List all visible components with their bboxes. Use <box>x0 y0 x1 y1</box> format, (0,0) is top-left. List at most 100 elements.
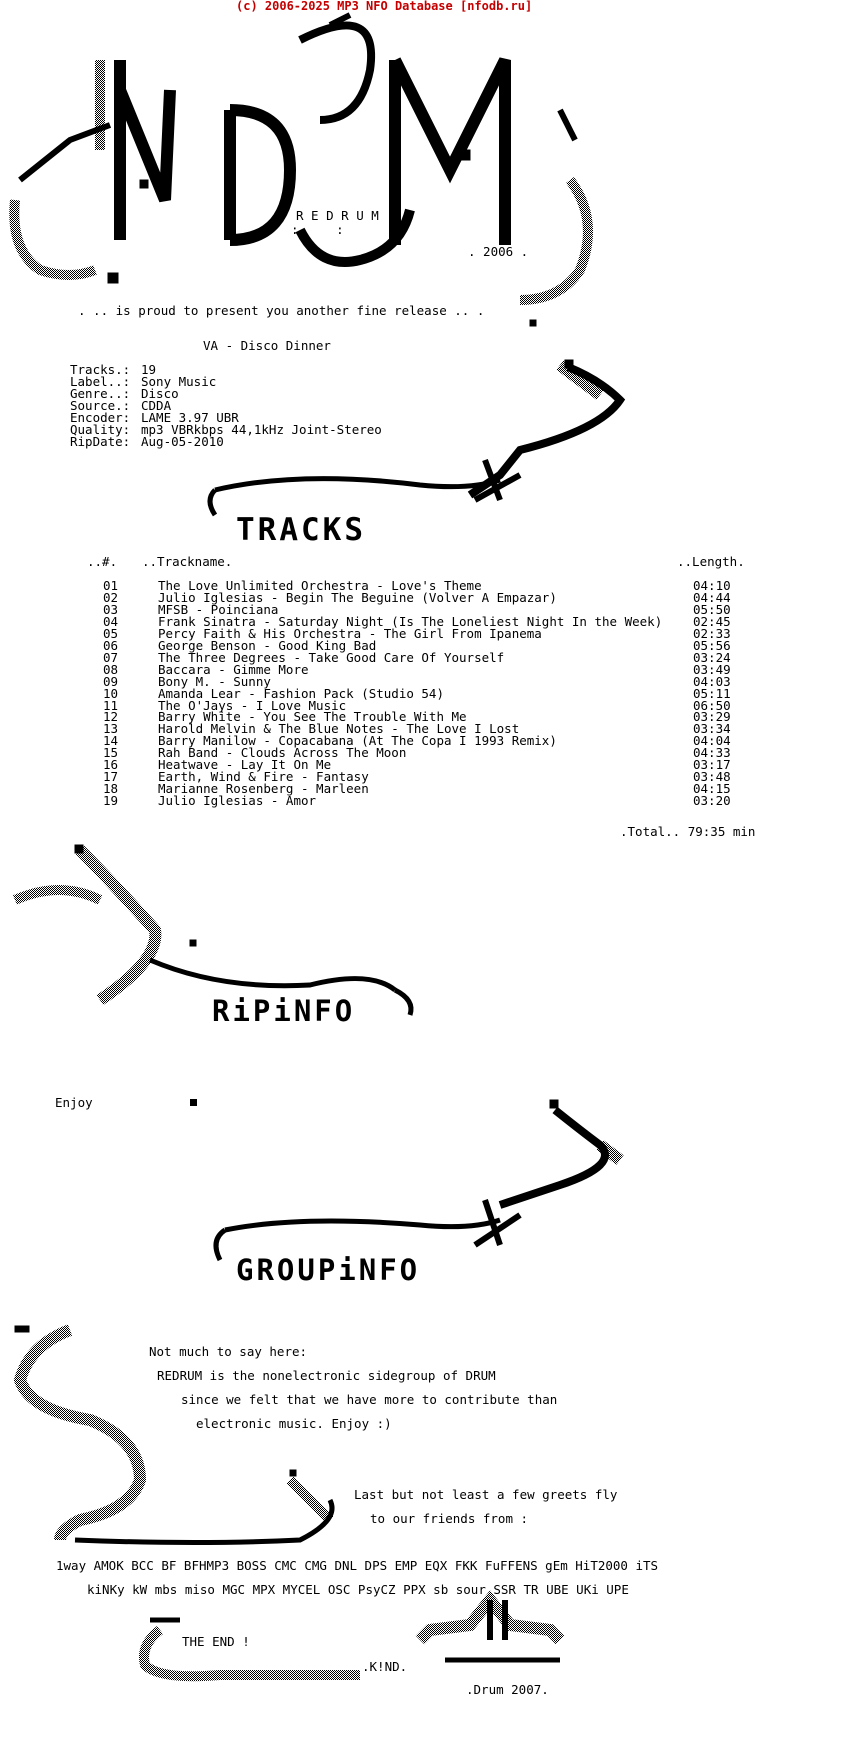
groupinfo-line-4: electronic music. Enjoy :) <box>196 1416 392 1431</box>
track-name: Marianne Rosenberg - Marleen <box>158 781 369 796</box>
greets-line-2: kiNKy kW mbs miso MGC MPX MYCEL OSC PsyC… <box>87 1582 629 1597</box>
track-length: 05:11 <box>693 686 731 701</box>
track-number: 04 <box>103 614 119 629</box>
track-number: 12 <box>103 709 119 724</box>
greets-intro-line-1: Last but not least a few greets fly <box>354 1487 618 1502</box>
release-title: VA - Disco Dinner <box>203 338 331 353</box>
track-number: 01 <box>103 578 119 593</box>
track-number: 14 <box>103 733 119 748</box>
tracks-section-title: TRACKS <box>236 512 366 548</box>
tracklist-header-length: ..Length. <box>677 554 745 569</box>
track-number: 03 <box>103 602 119 617</box>
track-name: The O'Jays - I Love Music <box>158 698 347 713</box>
info-key-label: Label..: <box>70 374 131 389</box>
track-length: 03:20 <box>693 793 731 808</box>
track-number: 18 <box>103 781 119 796</box>
track-number: 16 <box>103 757 119 772</box>
track-length: 02:45 <box>693 614 731 629</box>
redrum-logo-art <box>9 12 593 327</box>
info-key-ripdate: RipDate: <box>70 434 131 449</box>
track-number: 15 <box>103 745 119 760</box>
track-name: Julio Iglesias - Amor <box>158 793 317 808</box>
info-value-genre: Disco <box>141 386 179 401</box>
logo-year: . 2006 . <box>468 244 529 259</box>
tracklist-header-name: ..Trackname. <box>142 554 233 569</box>
track-name: George Benson - Good King Bad <box>158 638 377 653</box>
track-length: 04:03 <box>693 674 731 689</box>
info-value-tracks: 19 <box>141 362 157 377</box>
greets-swirl-art <box>13 1324 335 1545</box>
signature-text: .Drum 2007. <box>466 1682 549 1697</box>
track-length: 04:10 <box>693 578 731 593</box>
track-number: 11 <box>103 698 119 713</box>
track-number: 08 <box>103 662 119 677</box>
track-length: 05:56 <box>693 638 731 653</box>
track-number: 06 <box>103 638 119 653</box>
track-number: 13 <box>103 721 119 736</box>
track-name: Barry Manilow - Copacabana (At The Copa … <box>158 733 557 748</box>
track-length: 04:44 <box>693 590 731 605</box>
logo-group-name: R E D R U M <box>296 208 379 223</box>
track-length: 04:33 <box>693 745 731 760</box>
info-value-quality: mp3 VBRkbps 44,1kHz Joint-Stereo <box>141 422 382 437</box>
track-name: Baccara - Gimme More <box>158 662 309 677</box>
info-value-encoder: LAME 3.97 UBR <box>141 410 239 425</box>
the-end-art <box>139 1590 565 1682</box>
ripinfo-section-title: RiPiNFO <box>212 994 356 1028</box>
track-name: The Three Degrees - Take Good Care Of Yo… <box>158 650 505 665</box>
info-value-label: Sony Music <box>141 374 217 389</box>
groupinfo-line-3: since we felt that we have more to contr… <box>181 1392 558 1407</box>
track-number: 05 <box>103 626 119 641</box>
tagline: . .. is proud to present you another fin… <box>78 303 485 318</box>
track-length: 03:17 <box>693 757 731 772</box>
greets-line-1: 1way AMOK BCC BF BFHMP3 BOSS CMC CMG DNL… <box>56 1558 659 1573</box>
track-number: 09 <box>103 674 119 689</box>
kind-text: .K!ND. <box>362 1659 408 1674</box>
track-name: Amanda Lear - Fashion Pack (Studio 54) <box>158 686 444 701</box>
track-length: 04:15 <box>693 781 731 796</box>
info-key-encoder: Encoder: <box>70 410 131 425</box>
groupinfo-section-title: GROUPiNFO <box>236 1253 421 1287</box>
groupinfo-line-2: REDRUM is the nonelectronic sidegroup of… <box>157 1368 496 1383</box>
track-number: 07 <box>103 650 119 665</box>
info-key-genre: Genre..: <box>70 386 131 401</box>
greets-intro-line-2: to our friends from : <box>370 1511 529 1526</box>
track-name: Julio Iglesias - Begin The Beguine (Volv… <box>158 590 557 605</box>
track-name: Rah Band - Clouds Across The Moon <box>158 745 407 760</box>
logo-colons: : : <box>291 222 344 237</box>
info-value-ripdate: Aug-05-2010 <box>141 434 224 449</box>
track-name: MFSB - Poinciana <box>158 602 279 617</box>
track-name: Percy Faith & His Orchestra - The Girl F… <box>158 626 542 641</box>
track-length: 05:50 <box>693 602 731 617</box>
the-end-text: THE END ! <box>182 1634 250 1649</box>
track-number: 19 <box>103 793 119 808</box>
groupinfo-line-1: Not much to say here: <box>149 1344 308 1359</box>
total-length: .Total.. 79:35 min <box>620 824 756 839</box>
ripinfo-text: Enjoy <box>55 1095 93 1110</box>
info-key-quality: Quality: <box>70 422 131 437</box>
tracklist-header-num: ..#. <box>87 554 118 569</box>
track-length: 06:50 <box>693 698 731 713</box>
track-name: Harold Melvin & The Blue Notes - The Lov… <box>158 721 520 736</box>
ripinfo-dot <box>190 1099 197 1106</box>
track-length: 02:33 <box>693 626 731 641</box>
site-header: (c) 2006-2025 MP3 NFO Database [nfodb.ru… <box>236 0 533 13</box>
track-number: 10 <box>103 686 119 701</box>
track-length: 04:04 <box>693 733 731 748</box>
track-name: The Love Unlimited Orchestra - Love's Th… <box>158 578 482 593</box>
track-number: 17 <box>103 769 119 784</box>
track-length: 03:49 <box>693 662 731 677</box>
track-name: Heatwave - Lay It On Me <box>158 757 332 772</box>
info-key-source: Source.: <box>70 398 131 413</box>
track-name: Bony M. - Sunny <box>158 674 271 689</box>
track-name: Barry White - You See The Trouble With M… <box>158 709 467 724</box>
info-key-tracks: Tracks.: <box>70 362 131 377</box>
track-length: 03:29 <box>693 709 731 724</box>
ripinfo-swirl-art <box>12 844 414 1016</box>
tracks-swirl-art <box>207 359 626 517</box>
track-length: 03:48 <box>693 769 731 784</box>
track-name: Earth, Wind & Fire - Fantasy <box>158 769 369 784</box>
track-name: Frank Sinatra - Saturday Night (Is The L… <box>158 614 663 629</box>
